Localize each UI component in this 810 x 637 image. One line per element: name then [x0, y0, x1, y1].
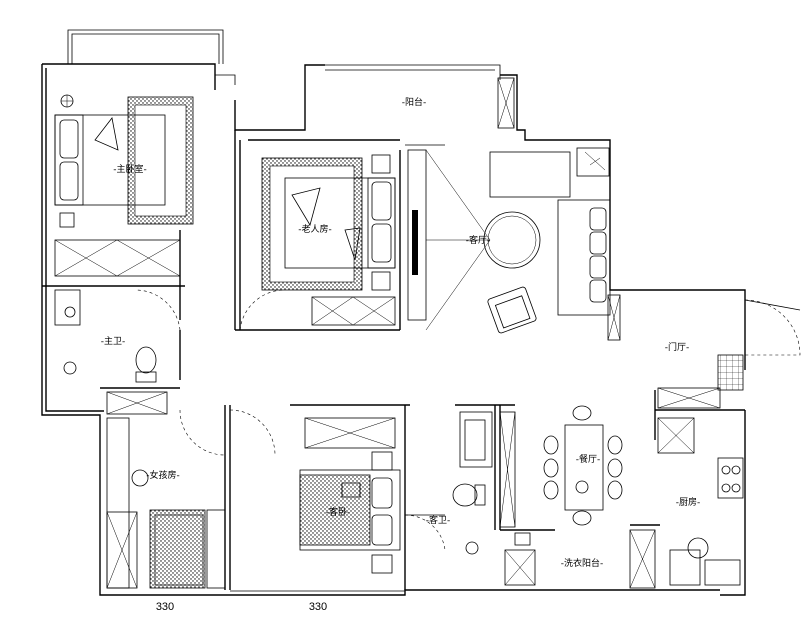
toilet-icon	[452, 483, 478, 507]
girls-room: -女孩房-	[106, 391, 226, 589]
room-label-living-room: -客厅-	[466, 234, 491, 246]
nightstand	[371, 154, 391, 174]
room-label-girls-room: -女孩房-	[146, 469, 180, 481]
tv-cabinet	[407, 149, 427, 321]
elder-room: -老人房-	[261, 149, 427, 326]
dimension-guest-room: 330	[309, 601, 327, 613]
sofa	[557, 199, 611, 316]
shower-icon	[63, 361, 77, 375]
room-label-dining: -餐厅-	[576, 453, 601, 465]
room-label-master-bedroom: -主卧室-	[113, 163, 147, 175]
room-label-balcony: -阳台-	[402, 96, 427, 108]
laundry-balcony: -洗衣阳台-	[504, 529, 656, 589]
room-label-elder-room: -老人房-	[298, 223, 332, 235]
wardrobe	[304, 417, 396, 449]
dining-table	[564, 424, 604, 511]
chair	[131, 469, 149, 487]
armchair	[487, 286, 537, 334]
room-label-master-bath: -主卫-	[101, 335, 126, 347]
guest-room: -客卧-	[299, 417, 401, 574]
entrance: -门厅-	[665, 341, 744, 391]
wardrobe	[54, 239, 181, 277]
interior-walls	[42, 130, 745, 590]
toilet-icon	[135, 346, 157, 374]
room-label-laundry-balcony: -洗衣阳台-	[561, 557, 604, 569]
rug	[149, 509, 206, 589]
balcony: -阳台-	[402, 96, 445, 146]
master-bedroom: -主卧室-	[54, 94, 194, 277]
room-label-kitchen: -厨房-	[676, 496, 701, 508]
shoe-cabinet	[717, 354, 744, 391]
dimension-girls-room: 330	[156, 601, 174, 613]
guest-bath: -客卫-	[426, 411, 516, 555]
exterior-walls	[41, 29, 801, 596]
room-label-guest-room: -客卧-	[326, 506, 351, 518]
lounge-chair	[489, 151, 571, 198]
dimension-labels: 330 330	[156, 601, 327, 613]
coffee-table	[483, 211, 541, 269]
sink-icon	[669, 549, 701, 586]
stove-icon	[717, 457, 744, 499]
master-bath: -主卫-	[54, 289, 157, 383]
living-room: -客厅-	[425, 147, 621, 341]
wardrobe	[311, 296, 396, 326]
dining: -餐厅-	[543, 405, 623, 526]
side-table	[576, 147, 610, 177]
kitchen: -厨房-	[657, 387, 744, 586]
room-label-guest-bath: -客卫-	[426, 514, 451, 526]
shelf	[106, 391, 168, 415]
shower-icon	[465, 541, 479, 555]
desk	[106, 417, 130, 589]
room-label-entrance: -门厅-	[665, 341, 690, 353]
